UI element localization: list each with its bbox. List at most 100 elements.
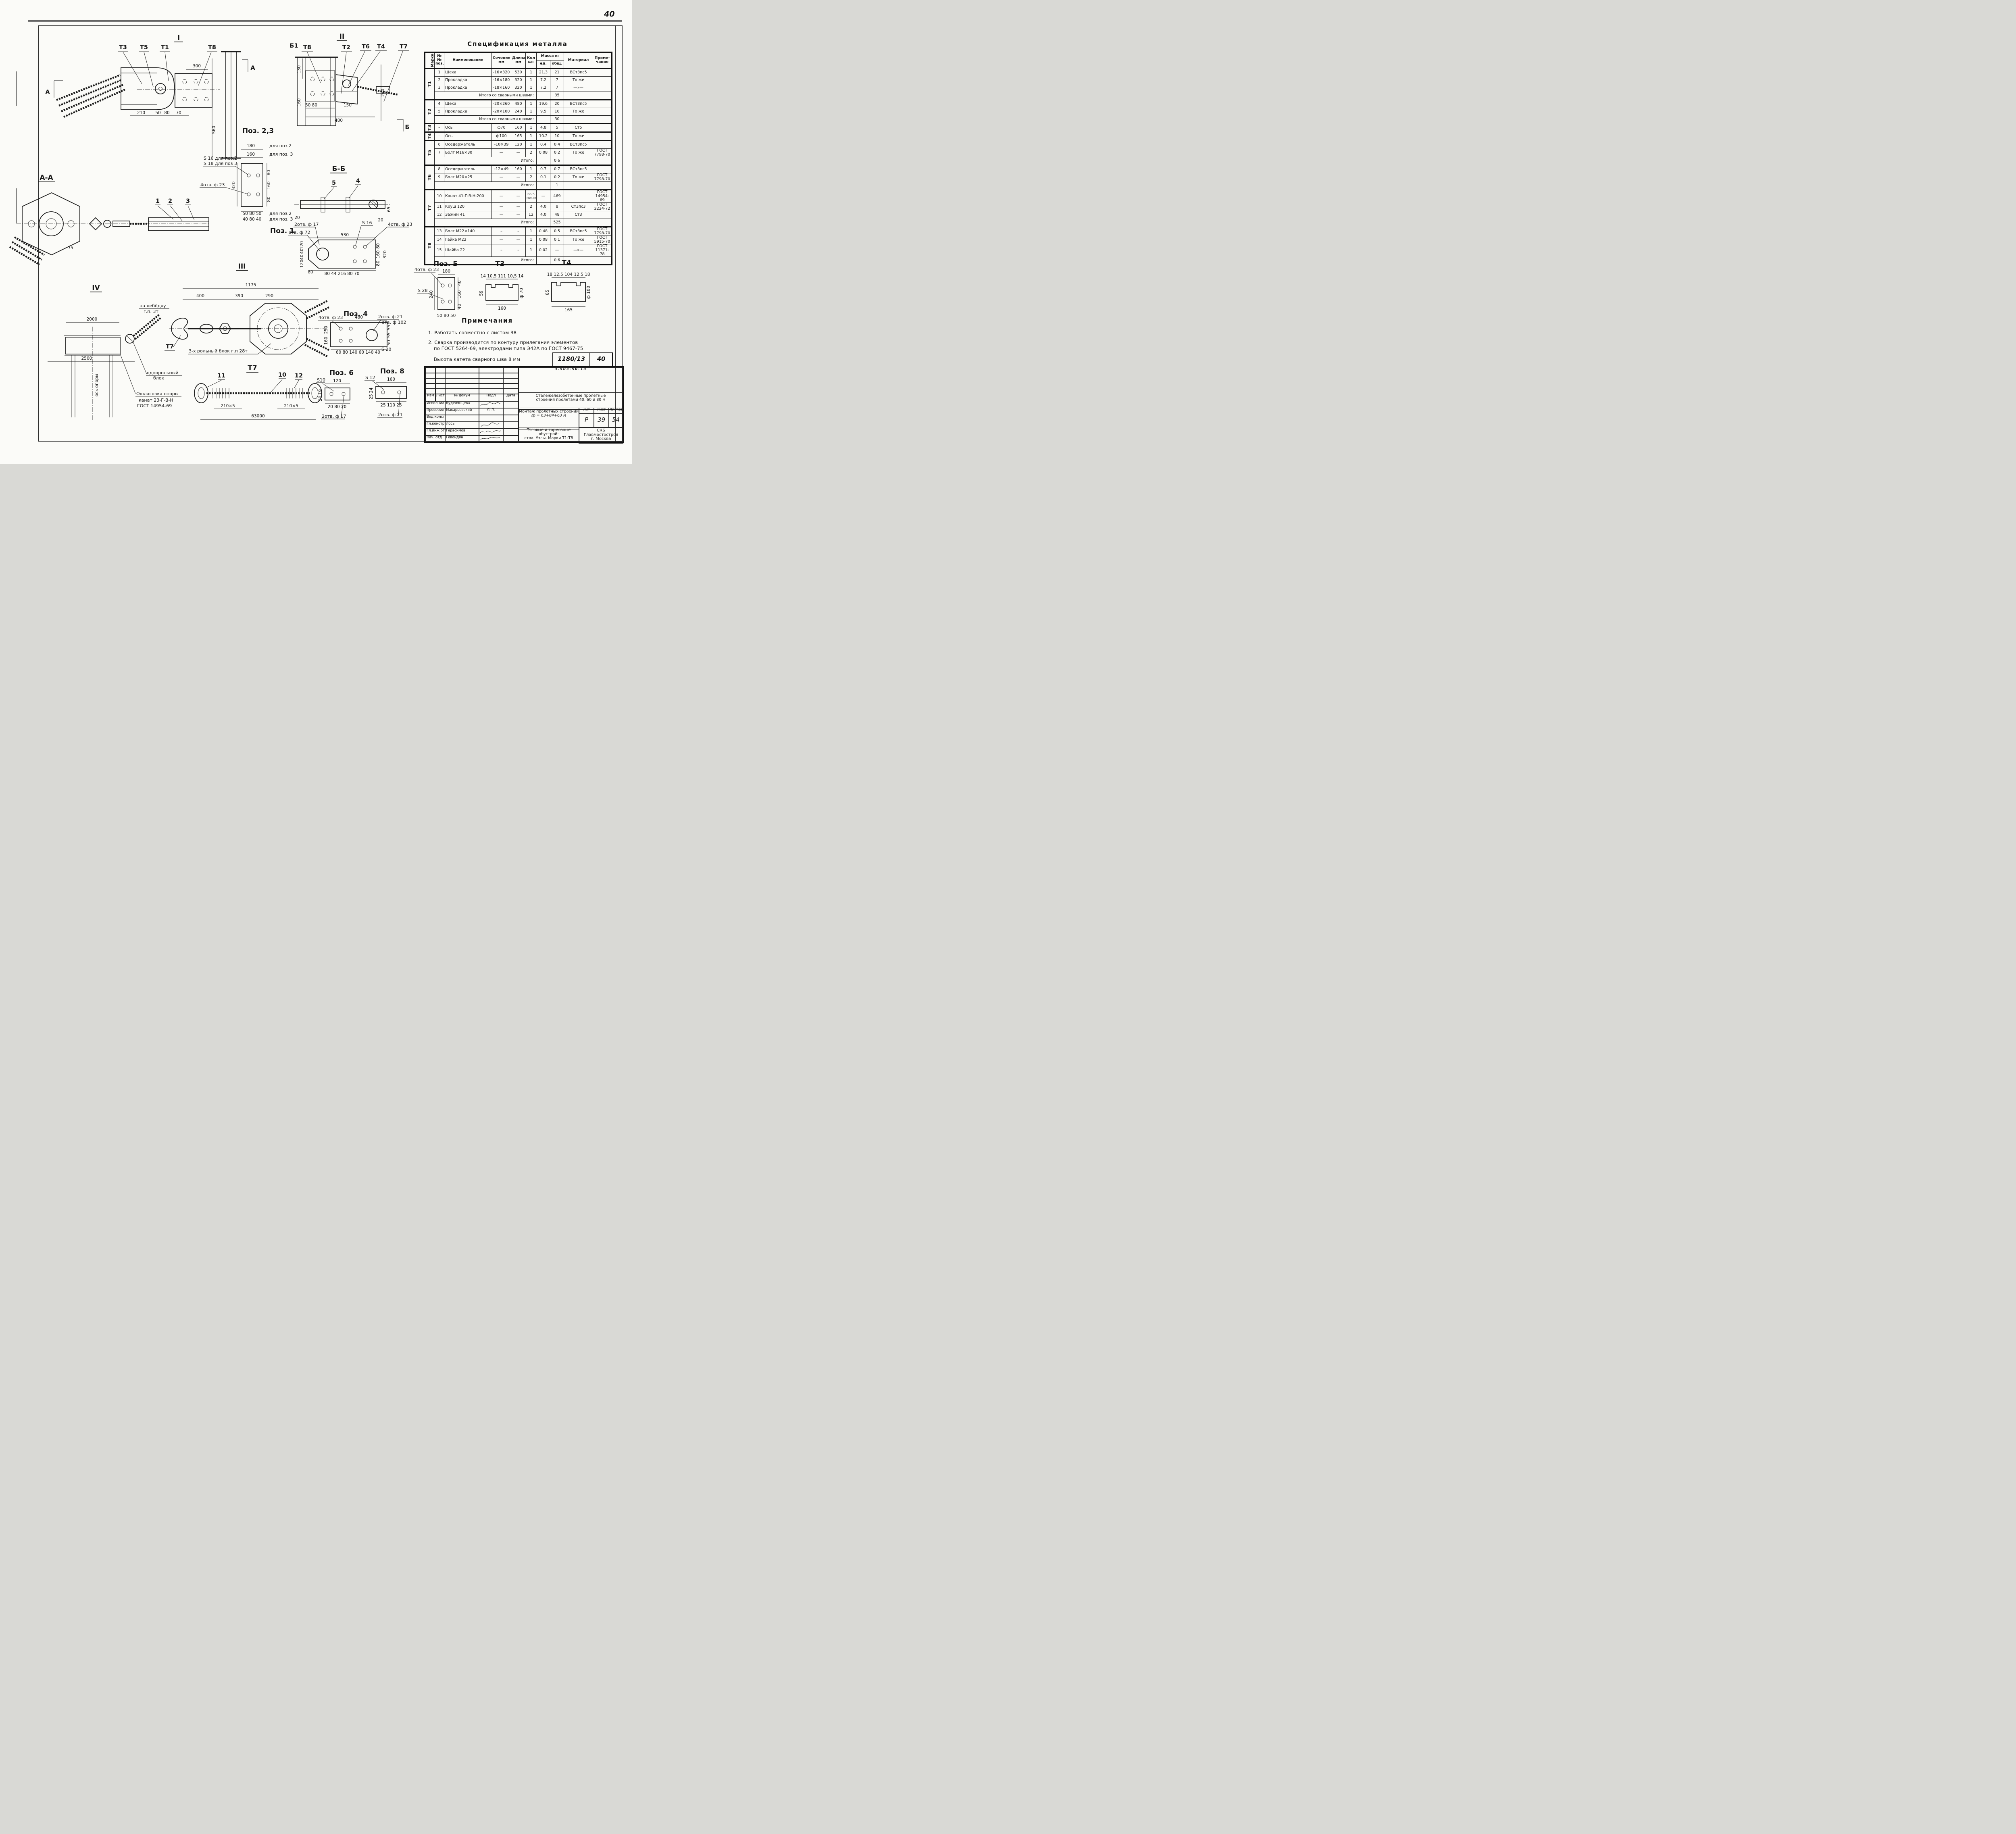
view-III-label-T7: Т7 (166, 344, 174, 350)
poz23-note-2: для поз. 3 (269, 152, 293, 157)
tb-role-1: Проверил (425, 408, 446, 415)
T4-dim-f100: ф 100 (586, 286, 591, 299)
signature-0 (479, 401, 504, 408)
callout-11: 11 (217, 373, 225, 379)
spec-total-row: Итого:525 (425, 218, 612, 227)
sheets-value: 54 (608, 413, 623, 428)
poz23-dim-r160: 160 (267, 181, 271, 190)
poz4-dim-480: 480 (355, 315, 363, 320)
poz1-dim-120a: 120 (300, 241, 304, 249)
note-2a: 2. Сварка производится по контуру прилег… (428, 340, 578, 345)
poz8-title: Поз. 8 (380, 367, 404, 375)
sheet-value: 39 (594, 413, 609, 428)
poz1-dims-bottom: 80 44 216 80 70 (325, 271, 360, 276)
spec-total-row: Итого со сварными швами:35 (425, 92, 612, 100)
dim-210x5-right: 210×5 (284, 404, 298, 408)
detail-T7: Т7 11 10 12 210×5 210×5 63000 (194, 364, 322, 420)
poz1-callout-23: 4отв. ф 23 (388, 222, 412, 227)
poz4-title: Поз. 4 (344, 310, 368, 318)
sheet-title: Тяговые и тормозные обустрой- ства. Узлы… (518, 427, 579, 443)
section-BB-title: Б-Б (332, 165, 346, 173)
callout-3: 3 (186, 198, 190, 204)
signature-5 (479, 435, 504, 442)
dim-75: 75 (68, 246, 73, 250)
tb-name-5: Гевондян (445, 435, 479, 442)
dim-560: 560 (212, 126, 217, 134)
tb-name-0: Куделянцева (445, 401, 479, 408)
tb-col-doc: № докум (445, 394, 479, 402)
view-II: II Т8 Т2 Т6 Т4 Т7 Б1 Б (289, 33, 410, 131)
poz23-dim-180: 180 (247, 144, 255, 148)
callout-1: 1 (156, 198, 160, 204)
poz23-dim-160: 160 (247, 152, 255, 157)
poz1-dim-80l: 80 (308, 270, 313, 275)
poz8-callout-21: 2отв. ф 21 (378, 412, 403, 417)
dim-80: 80 (164, 110, 169, 115)
dim-50: 50 (155, 110, 160, 115)
tb-col-izm: Изм (425, 394, 436, 402)
lashing-callout-2: канат 23-Г-В-Н (139, 398, 173, 403)
poz6-dim-20: 20 (318, 396, 323, 401)
note-2b: по ГОСТ 5264-69, электродами типа Э42А п… (434, 346, 583, 351)
bb-dim-65: 65 (387, 206, 392, 212)
poz23-note-b2: для поз. 3 (269, 217, 293, 222)
spec-total-row: Итого:0.6 (425, 156, 612, 165)
section-mark-A-left: А (45, 89, 50, 96)
detail-poz-4: Поз. 4 480 250 160 55 55 50 60 80 140 60… (318, 310, 406, 355)
dim-300: 300 (193, 64, 201, 69)
title-block: Изм Лист № докум Подп Дата Исполнил Куде… (424, 366, 624, 444)
stamp-box: 1180/13 40 (552, 352, 613, 367)
label-T3: Т3 (119, 44, 127, 51)
poz5-dim-180: 180 (442, 269, 450, 274)
dim-150: 150 (344, 103, 352, 108)
callout-2: 2 (168, 198, 172, 204)
view-III: III 1175 400 390 290 Т7 3-х рольный блок… (165, 263, 330, 357)
T4-dim-165: 165 (564, 308, 573, 313)
bb-dim-20l: 20 (294, 215, 300, 220)
T3-dim-59: 59 (479, 290, 484, 296)
poz6-title: Поз. 6 (329, 369, 354, 377)
poz1-title: Поз. 1 (270, 227, 294, 235)
poz6-callout-17: 2отв. ф 17 (322, 414, 346, 419)
page-number: 40 (604, 10, 615, 19)
dim-50-80: 50 80 (305, 103, 317, 108)
signature-3 (479, 421, 504, 429)
T7-title: Т7 (248, 364, 257, 372)
note-1: 1. Работать совместно с листом 38 (428, 330, 517, 336)
poz1-dim-r80b: 80 (376, 261, 381, 266)
poz1-dim-r160: 160 (376, 250, 381, 258)
organization: СКБ Главмостостроя г. Москва (579, 427, 623, 444)
poz1-dim-r80a: 80 (376, 243, 381, 248)
poz4-dim-50: 50 (387, 340, 392, 345)
spec-table: Марка №№ поз. Наименование Сечение мм Дл… (424, 52, 612, 265)
poz5-dim-40a: 40 (457, 280, 462, 286)
series-name: Сталежелезобетонные пролетные строения п… (518, 392, 623, 410)
dim-210: 210 (137, 110, 145, 115)
lit-value: Р (579, 413, 594, 428)
section-mark-B1: Б1 (289, 43, 298, 49)
tb-role-4: Гл.инж.отд (425, 428, 446, 436)
tb-role-0: Исполнил (425, 401, 446, 408)
object-name: Монтаж пролетных строений ℓр = 63+84+63 … (518, 408, 579, 429)
poz8-dim-24: 24 (369, 388, 374, 393)
poz23-dim-r80b: 80 (267, 196, 271, 202)
stamp-sheet: 40 (597, 355, 606, 363)
tb-name-3: Лось (445, 421, 479, 429)
bb-dim-20r: 20 (378, 218, 383, 223)
label-T6: Т6 (362, 44, 370, 50)
dim-210x5-left: 210×5 (221, 404, 235, 408)
poz23-dim-b1: 50 80 50 (243, 211, 262, 216)
T3-dims-top: 14 10,5 111 10,5 14 (481, 274, 524, 279)
poz6-dim-19: 19 (318, 389, 323, 394)
winch-callout: на лебёдку (140, 303, 166, 308)
spec-total-row: Итого со сварными швами:30 (425, 115, 612, 124)
spec-total-row: Итого:1 (425, 181, 612, 190)
poz23-note-b1: для поз.2 (269, 211, 292, 216)
